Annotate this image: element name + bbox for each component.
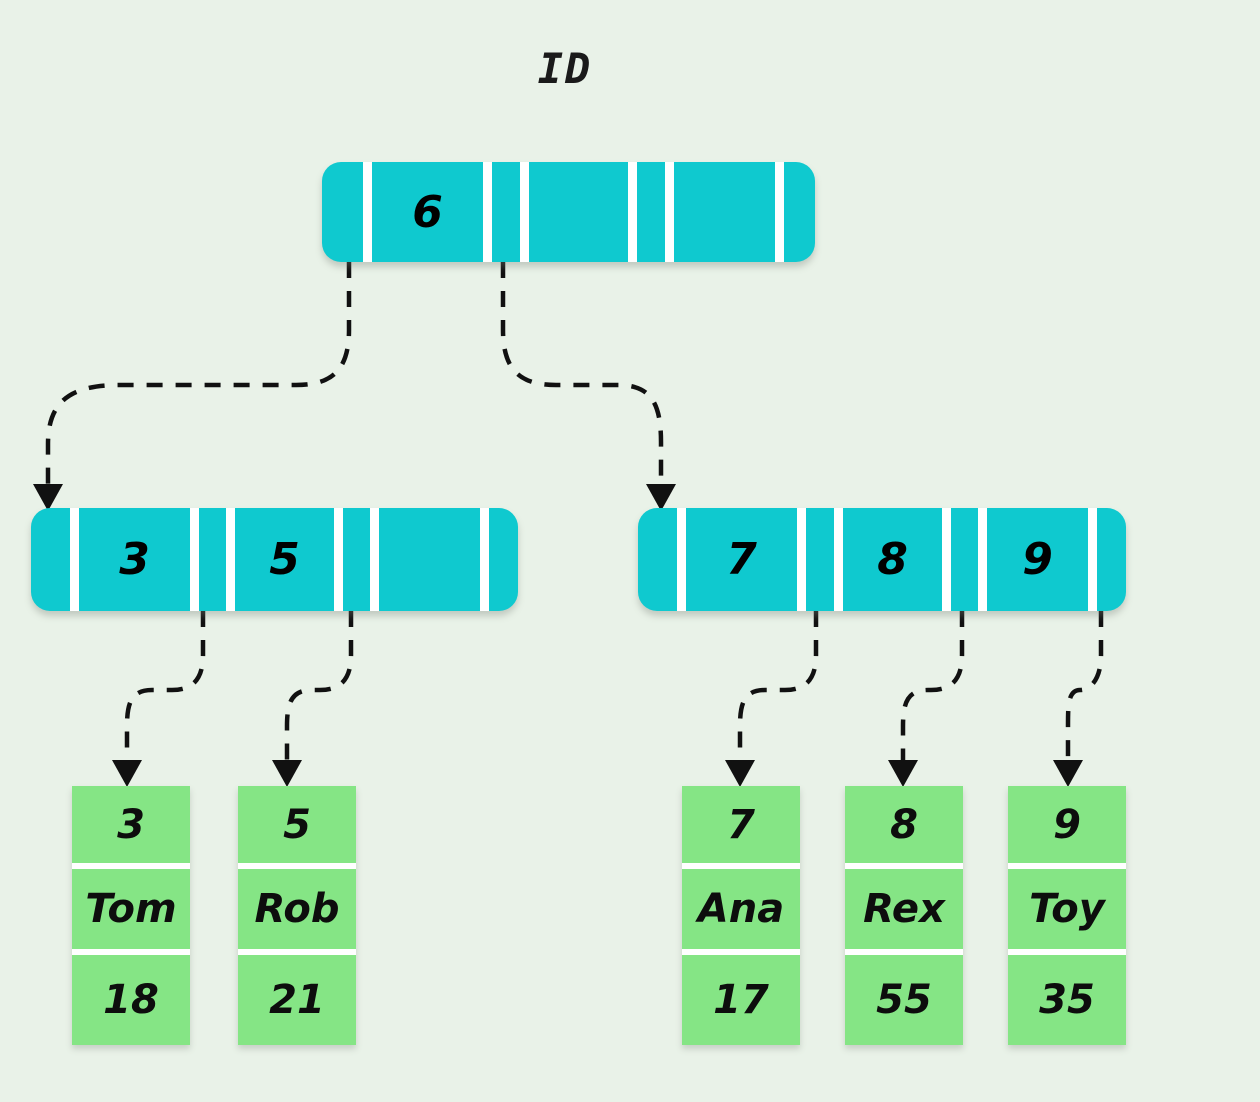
leaf-record-9-name: Toy — [1029, 886, 1105, 932]
connector-right-to-leaf-8 — [900, 611, 965, 760]
connector-root-to-left — [45, 262, 352, 484]
root-node[interactable]: 6 — [322, 162, 815, 262]
root-divider-0 — [363, 162, 372, 262]
leaf-record-5-name: Rob — [254, 886, 340, 932]
arrowhead-leaf-9 — [1053, 760, 1083, 787]
leaf-record-3-name: Tom — [85, 886, 177, 932]
leaf-record-3[interactable]: 3 Tom 18 — [72, 786, 190, 1045]
leaf-record-9-age: 35 — [1039, 977, 1095, 1023]
connector-root-to-right — [500, 262, 664, 484]
connector-left-to-leaf-3 — [124, 611, 206, 760]
right-node-divider-5 — [1088, 508, 1097, 611]
leaf-record-7-name: Ana — [697, 886, 785, 932]
right-node-key-0: 7 — [726, 534, 757, 585]
root-divider-5 — [775, 162, 784, 262]
arrowhead-root-to-left — [33, 484, 63, 511]
leaf-record-8-name: Rex — [863, 886, 945, 932]
leaf-record-8-sep-1 — [845, 863, 963, 869]
root-divider-1 — [483, 162, 492, 262]
right-node-divider-0 — [677, 508, 686, 611]
arrowhead-leaf-3 — [112, 760, 142, 787]
leaf-record-5-age: 21 — [269, 977, 325, 1023]
leaf-record-8[interactable]: 8 Rex 55 — [845, 786, 963, 1045]
left-node-divider-5 — [480, 508, 489, 611]
leaf-record-5[interactable]: 5 Rob 21 — [238, 786, 356, 1045]
connector-right-to-leaf-9 — [1065, 611, 1104, 760]
left-node-divider-3 — [334, 508, 343, 611]
left-node-divider-4 — [370, 508, 379, 611]
right-node-divider-2 — [834, 508, 843, 611]
leaf-record-3-age: 18 — [103, 977, 159, 1023]
left-index-node[interactable]: 3 5 — [31, 508, 518, 611]
leaf-record-3-id: 3 — [117, 801, 145, 848]
left-node-divider-0 — [70, 508, 79, 611]
leaf-record-5-sep-1 — [238, 863, 356, 869]
left-node-key-1: 5 — [269, 534, 300, 585]
root-divider-2 — [520, 162, 529, 262]
right-node-key-1: 8 — [877, 534, 908, 585]
leaf-record-9-id: 9 — [1053, 801, 1081, 848]
connector-left-to-leaf-5 — [284, 611, 354, 760]
leaf-record-8-age: 55 — [876, 977, 932, 1023]
root-divider-3 — [628, 162, 637, 262]
leaf-record-8-sep-2 — [845, 949, 963, 955]
arrowhead-leaf-5 — [272, 760, 302, 787]
leaf-record-9-sep-2 — [1008, 949, 1126, 955]
leaf-record-7-sep-1 — [682, 863, 800, 869]
diagram-title: ID — [537, 44, 593, 93]
right-node-divider-3 — [942, 508, 951, 611]
right-node-divider-1 — [797, 508, 806, 611]
leaf-record-9[interactable]: 9 Toy 35 — [1008, 786, 1126, 1045]
left-node-key-0: 3 — [119, 534, 150, 585]
leaf-record-7-id: 7 — [727, 801, 755, 848]
right-node-divider-4 — [978, 508, 987, 611]
left-node-divider-2 — [226, 508, 235, 611]
leaf-record-7-age: 17 — [713, 977, 769, 1023]
root-divider-4 — [665, 162, 674, 262]
leaf-record-5-id: 5 — [283, 801, 311, 848]
leaf-record-9-sep-1 — [1008, 863, 1126, 869]
leaf-record-3-sep-1 — [72, 863, 190, 869]
leaf-record-7-sep-2 — [682, 949, 800, 955]
leaf-record-7[interactable]: 7 Ana 17 — [682, 786, 800, 1045]
leaf-record-5-sep-2 — [238, 949, 356, 955]
right-index-node[interactable]: 7 8 9 — [638, 508, 1126, 611]
arrowhead-leaf-7 — [725, 760, 755, 787]
leaf-record-8-id: 8 — [890, 801, 918, 848]
root-key-0: 6 — [412, 186, 443, 238]
left-node-divider-1 — [190, 508, 199, 611]
arrowhead-leaf-8 — [888, 760, 918, 787]
right-node-key-2: 9 — [1022, 534, 1053, 585]
arrowhead-root-to-right — [646, 484, 676, 511]
connector-right-to-leaf-7 — [737, 611, 819, 760]
leaf-record-3-sep-2 — [72, 949, 190, 955]
